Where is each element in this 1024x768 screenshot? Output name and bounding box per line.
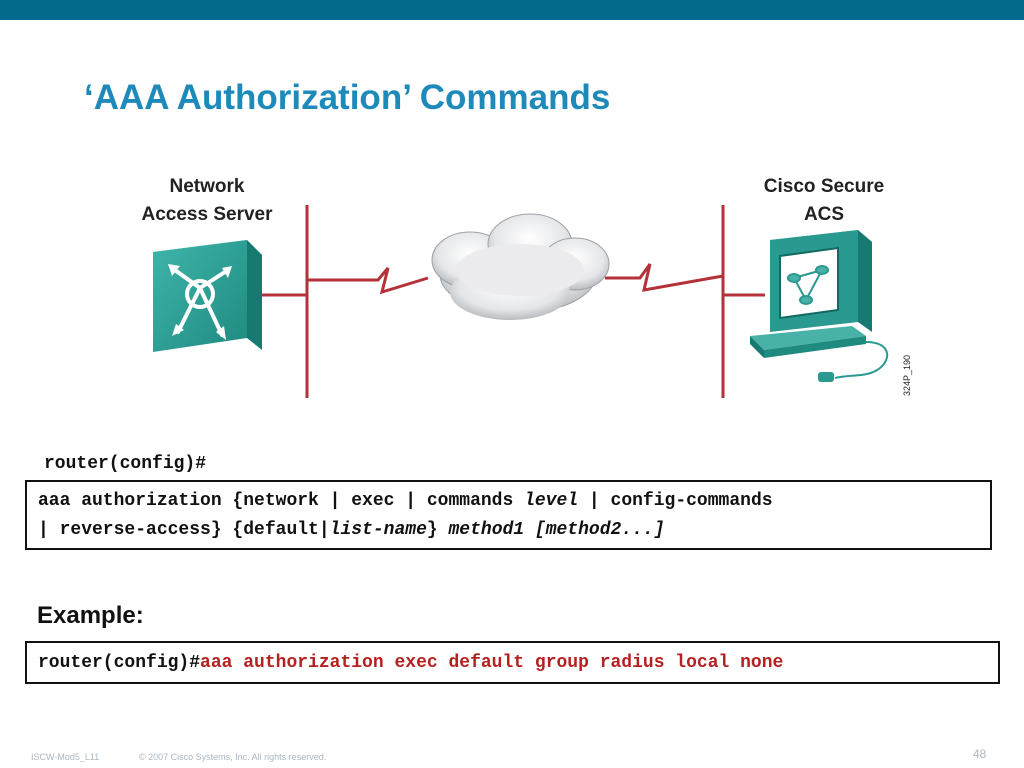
page-number: 48 [973,747,987,761]
footer-course: ISCW-Mod5_L11 [31,752,100,762]
nas-label-line1: Network [170,176,245,197]
syntax-prompt: router(config)# [44,454,207,474]
example-heading: Example: [37,602,144,629]
syntax-line-1: aaa authorization {network | exec | comm… [38,487,990,516]
cloud-icon [431,213,610,320]
example-box: router(config)#aaa authorization exec de… [25,641,1000,684]
figure-code: 324P_190 [902,355,912,396]
nas-label-line2: Access Server [142,204,274,225]
acs-label-line2: ACS [804,204,844,225]
header-bar [0,0,1024,20]
example-prompt: router(config)# [38,653,201,673]
syntax-text: } [426,520,449,540]
slide-title: ‘AAA Authorization’ Commands [84,78,611,117]
syntax-text: aaa authorization {network | exec | comm… [38,491,525,511]
acs-label-line1: Cisco Secure [764,176,884,197]
acs-workstation-icon [750,230,889,382]
network-diagram: Network Access Server Cisco Secure ACS [142,176,912,398]
syntax-box: aaa authorization {network | exec | comm… [25,480,992,550]
syntax-arg-methods: method1 [method2...] [448,520,665,540]
syntax-text: | reverse-access} {default| [38,520,330,540]
syntax-line-2: | reverse-access} {default|list-name} me… [38,516,990,545]
example-command: aaa authorization exec default group rad… [200,653,784,673]
network-links [260,205,765,398]
syntax-arg-list-name: list-name [329,520,427,540]
footer-copyright: © 2007 Cisco Systems, Inc. All rights re… [139,752,327,762]
syntax-text: | config-commands [578,491,773,511]
example-line: router(config)#aaa authorization exec de… [38,650,998,676]
network-access-server-icon [153,240,262,352]
syntax-arg-level: level [524,491,579,511]
